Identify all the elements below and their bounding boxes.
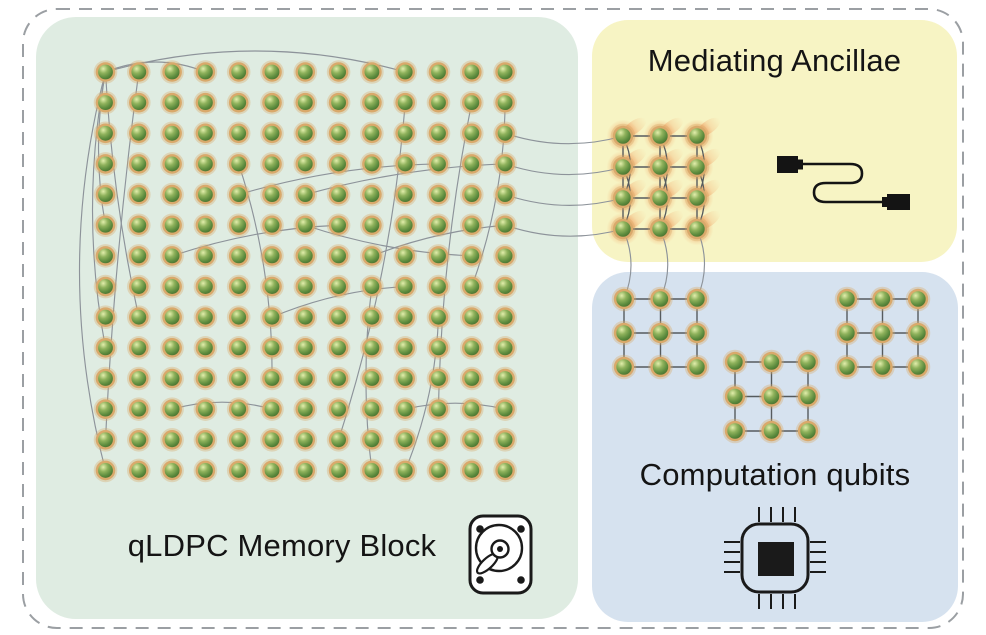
computation-panel-title: Computation qubits (639, 457, 911, 492)
memory-panel-title: qLDPC Memory Block (127, 528, 437, 563)
computation-panel (592, 272, 958, 622)
ancillae-panel-title: Mediating Ancillae (647, 43, 902, 78)
